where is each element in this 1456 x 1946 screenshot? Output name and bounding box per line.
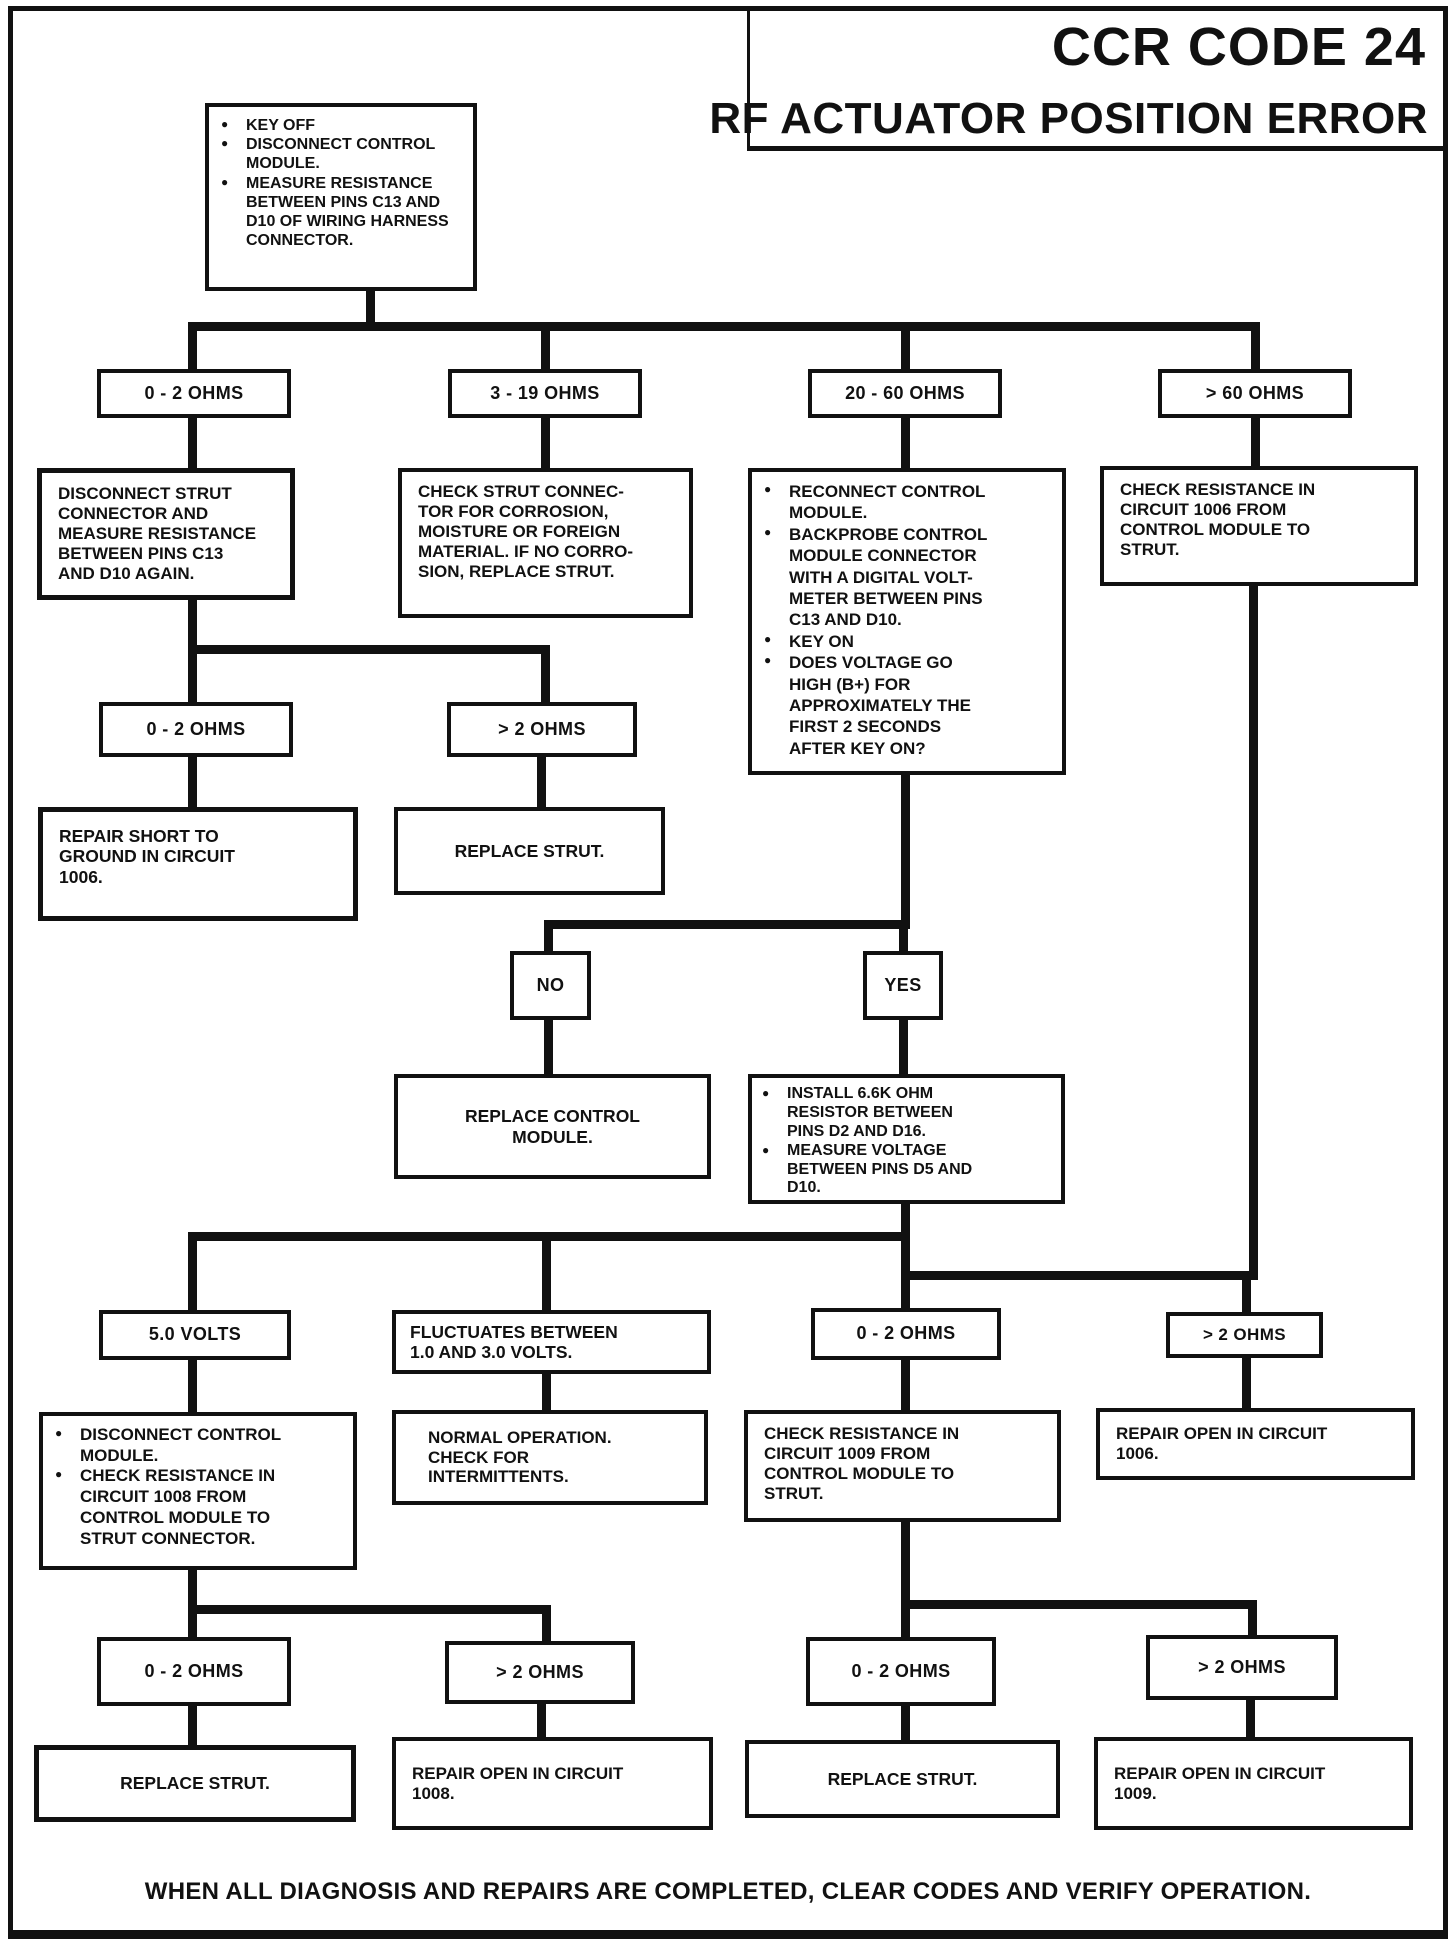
connector bbox=[901, 1706, 910, 1740]
action-replace-control-module: REPLACE CONTROL MODULE. bbox=[394, 1074, 711, 1179]
connector bbox=[1248, 1600, 1257, 1635]
connector bbox=[901, 1600, 1257, 1609]
outcome-5-volts: 5.0 VOLTS bbox=[99, 1310, 291, 1360]
outcome-20-60-ohms: 20 - 60 OHMS bbox=[808, 369, 1002, 418]
connector bbox=[901, 1360, 910, 1410]
action-install-resistor: ●INSTALL 6.6K OHM RESISTOR BETWEEN PINS … bbox=[748, 1074, 1065, 1204]
connector bbox=[899, 1020, 908, 1074]
decision-no: NO bbox=[510, 951, 591, 1020]
connector bbox=[1251, 322, 1260, 369]
connector bbox=[537, 757, 546, 807]
action-repair-open-1009: REPAIR OPEN IN CIRCUIT 1009. bbox=[1094, 1737, 1413, 1830]
connector bbox=[1251, 418, 1260, 466]
connector bbox=[541, 322, 550, 369]
connector bbox=[188, 1360, 197, 1412]
outcome-gt-60-ohms: > 60 OHMS bbox=[1158, 369, 1352, 418]
connector bbox=[1246, 1700, 1255, 1737]
outcome-gt-2-ohms-circuit1006: > 2 OHMS bbox=[1166, 1312, 1323, 1358]
connector bbox=[188, 1706, 197, 1745]
outcome-0-2-ohms-recheck: 0 - 2 OHMS bbox=[99, 702, 293, 757]
connector bbox=[541, 418, 550, 468]
outcome-0-2-ohms-circuit1009: 0 - 2 OHMS bbox=[806, 1637, 996, 1706]
outcome-gt-2-ohms-circuit1009: > 2 OHMS bbox=[1146, 1635, 1338, 1700]
connector bbox=[542, 1232, 551, 1310]
title-box-bottom-edge bbox=[747, 146, 1443, 151]
outcome-0-2-ohms-circuit1008: 0 - 2 OHMS bbox=[97, 1637, 291, 1706]
action-check-resistance-1008: ●DISCONNECT CONTROL MODULE.●CHECK RESIST… bbox=[39, 1412, 357, 1570]
start-instructions-box: ●KEY OFF●DISCONNECT CONTROL MODULE.●MEAS… bbox=[205, 103, 477, 291]
connector bbox=[901, 1600, 910, 1637]
action-disconnect-strut-connector: DISCONNECT STRUT CONNECTOR AND MEASURE R… bbox=[37, 468, 295, 600]
page-border-bottom bbox=[8, 1930, 1448, 1939]
connector bbox=[537, 1704, 546, 1737]
connector bbox=[541, 645, 550, 702]
connector bbox=[901, 1522, 910, 1609]
action-check-strut-connector: CHECK STRUT CONNEC- TOR FOR CORROSION, M… bbox=[398, 468, 693, 618]
connector bbox=[188, 645, 550, 654]
action-repair-open-1008: REPAIR OPEN IN CIRCUIT 1008. bbox=[392, 1737, 713, 1830]
outcome-0-2-ohms-circuit1006: 0 - 2 OHMS bbox=[811, 1308, 1001, 1360]
action-check-resistance-1006: CHECK RESISTANCE IN CIRCUIT 1006 FROM CO… bbox=[1100, 466, 1418, 586]
action-reconnect-backprobe: ●RECONNECT CONTROL MODULE.●BACKPROBE CON… bbox=[748, 468, 1066, 775]
outcome-gt-2-ohms-circuit1008: > 2 OHMS bbox=[445, 1641, 635, 1704]
outcome-3-19-ohms: 3 - 19 OHMS bbox=[448, 369, 642, 418]
action-replace-strut-2: REPLACE STRUT. bbox=[34, 1745, 356, 1822]
connector bbox=[901, 775, 910, 929]
connector bbox=[188, 1232, 197, 1310]
outcome-gt-2-ohms-recheck: > 2 OHMS bbox=[447, 702, 637, 757]
action-replace-strut-3: REPLACE STRUT. bbox=[745, 1740, 1060, 1818]
page-border-left bbox=[8, 6, 13, 1939]
connector bbox=[366, 285, 375, 330]
connector bbox=[542, 1374, 551, 1412]
action-normal-operation: NORMAL OPERATION. CHECK FOR INTERMITTENT… bbox=[392, 1410, 708, 1505]
outcome-0-2-ohms-row1: 0 - 2 OHMS bbox=[97, 369, 291, 418]
page-border-right bbox=[1443, 6, 1448, 1939]
connector bbox=[544, 920, 553, 951]
connector bbox=[188, 322, 197, 369]
connector bbox=[1249, 586, 1258, 1276]
connector bbox=[542, 1605, 551, 1641]
action-repair-short-1006: REPAIR SHORT TO GROUND IN CIRCUIT 1006. bbox=[38, 807, 358, 921]
connector bbox=[188, 645, 197, 702]
action-replace-strut-1: REPLACE STRUT. bbox=[394, 807, 665, 895]
footer-note: WHEN ALL DIAGNOSIS AND REPAIRS ARE COMPL… bbox=[144, 1878, 1312, 1905]
connector bbox=[1242, 1275, 1251, 1312]
connector bbox=[188, 418, 197, 468]
connector bbox=[901, 418, 910, 468]
action-check-resistance-1009: CHECK RESISTANCE IN CIRCUIT 1009 FROM CO… bbox=[744, 1410, 1061, 1522]
connector bbox=[188, 322, 1260, 331]
page-title: CCR CODE 24 bbox=[1051, 17, 1426, 77]
connector bbox=[188, 1605, 550, 1614]
page-border-top bbox=[8, 6, 1448, 11]
connector bbox=[901, 1271, 1258, 1280]
action-repair-open-1006: REPAIR OPEN IN CIRCUIT 1006. bbox=[1096, 1408, 1415, 1480]
connector bbox=[188, 1570, 197, 1614]
connector bbox=[899, 920, 908, 951]
connector bbox=[188, 757, 197, 807]
connector bbox=[544, 1020, 553, 1074]
title-box-left-edge bbox=[747, 6, 750, 151]
page-subtitle: RF ACTUATOR POSITION ERROR bbox=[709, 94, 1428, 143]
connector bbox=[188, 598, 197, 654]
decision-yes: YES bbox=[863, 951, 943, 1020]
connector bbox=[544, 920, 910, 929]
connector bbox=[901, 1200, 910, 1310]
outcome-fluctuates: FLUCTUATES BETWEEN 1.0 AND 3.0 VOLTS. bbox=[392, 1310, 711, 1374]
connector bbox=[1242, 1358, 1251, 1408]
connector bbox=[188, 1605, 197, 1637]
connector bbox=[901, 322, 910, 369]
